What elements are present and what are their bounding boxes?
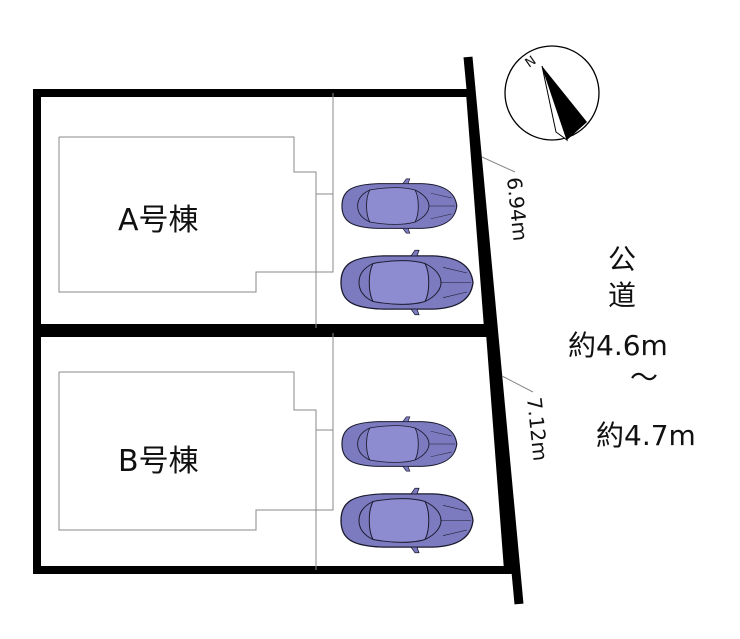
lot-a-boundary bbox=[33, 89, 493, 332]
compass-icon: N bbox=[504, 45, 600, 142]
road-width-min: 約4.6m bbox=[568, 329, 668, 362]
car-icon bbox=[340, 487, 474, 554]
road-edge-line bbox=[463, 56, 524, 605]
frontage-a-leader bbox=[481, 156, 516, 173]
road-label-2: 道 bbox=[608, 279, 636, 312]
lot-b-boundary bbox=[33, 329, 513, 574]
road-label-1: 公 bbox=[608, 243, 636, 276]
road-width-max: 約4.7m bbox=[596, 419, 696, 452]
lot-a-label: A号棟 bbox=[118, 203, 199, 238]
car-icon bbox=[341, 178, 458, 234]
lot-b-label: B号棟 bbox=[118, 444, 199, 479]
frontage-a-dimension: 6.94m bbox=[502, 176, 533, 242]
frontage-b-leader bbox=[501, 375, 534, 393]
frontage-b-dimension: 7.12m bbox=[522, 396, 553, 462]
car-icon bbox=[341, 416, 458, 472]
road-width-separator: ～ bbox=[630, 361, 658, 394]
car-icon bbox=[340, 249, 474, 316]
